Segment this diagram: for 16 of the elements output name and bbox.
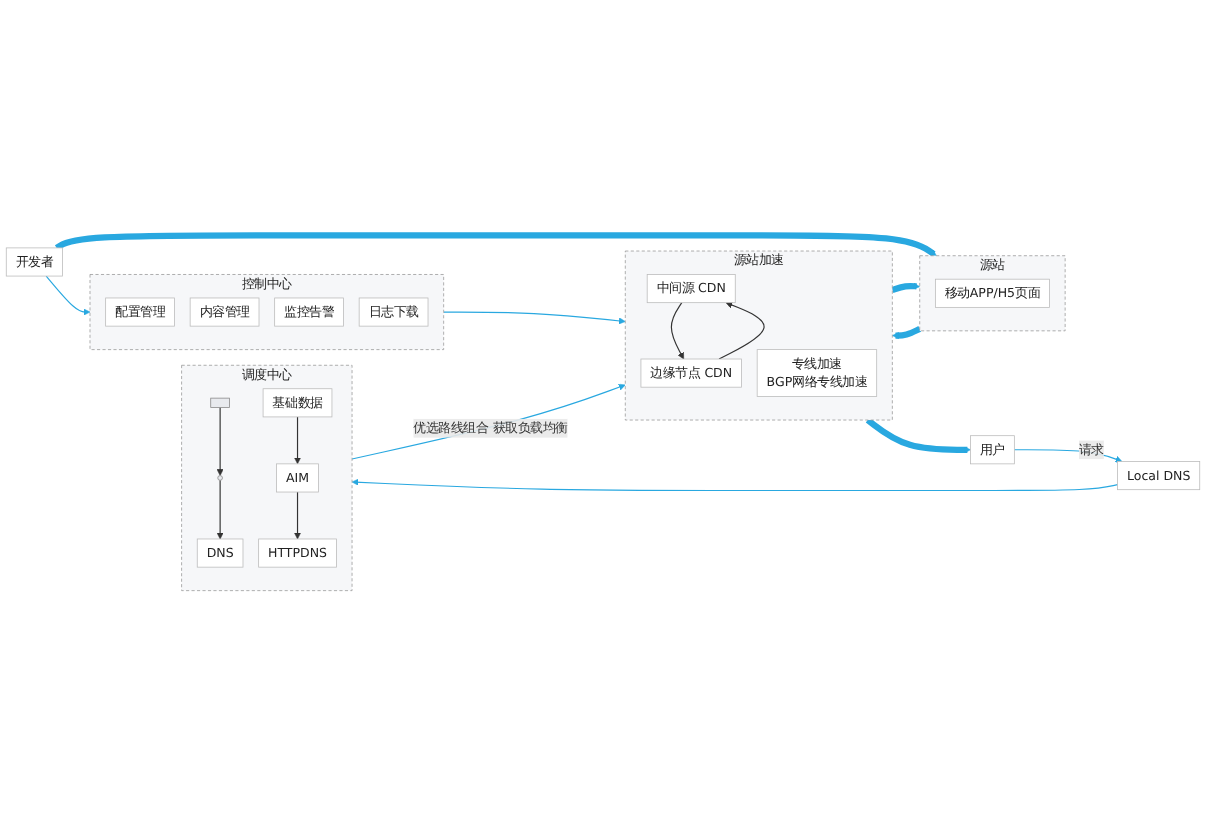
node-circle (217, 475, 223, 481)
arrow (892, 326, 922, 339)
arrow (891, 282, 921, 294)
arrow (55, 232, 937, 257)
arrow (865, 417, 971, 454)
arrow (351, 383, 626, 460)
arrow (216, 479, 224, 540)
arrow (216, 406, 224, 476)
node-box (210, 397, 230, 408)
arrow (443, 311, 626, 325)
arrow (670, 302, 684, 360)
arrow (45, 275, 91, 316)
arrow (351, 478, 1119, 492)
arrow (718, 301, 765, 360)
arrow (294, 491, 301, 540)
arrow (294, 416, 301, 465)
